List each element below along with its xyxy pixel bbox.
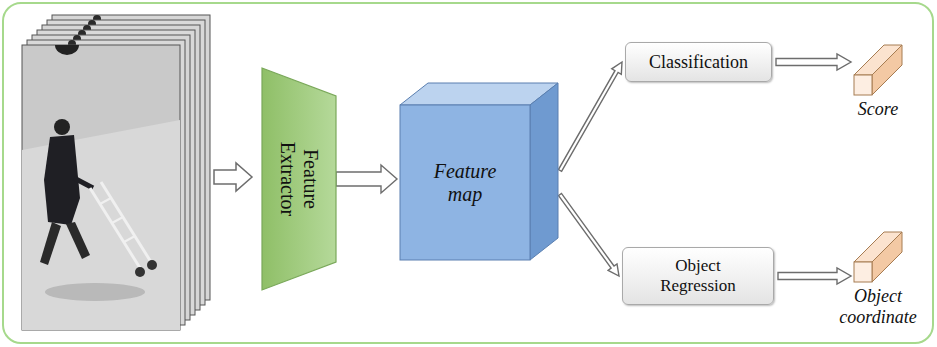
cuboid-side	[872, 232, 902, 282]
node-label: Feature Extractor	[276, 123, 322, 235]
video-frame-stack	[22, 15, 210, 330]
front-frame	[22, 45, 180, 330]
process-box: Classification	[625, 42, 772, 82]
cuboid-front	[854, 262, 872, 282]
output-label: Score	[858, 99, 898, 120]
floor	[22, 120, 180, 330]
ladder-rung	[124, 236, 135, 242]
extractor-trapezoid: Feature Extractor	[262, 68, 336, 290]
feature-cube: Feature map	[400, 105, 530, 260]
output-label: Object coordinate	[834, 286, 922, 327]
wheel	[147, 260, 157, 270]
hollow-arrow	[559, 193, 619, 276]
person-arm	[74, 178, 93, 188]
person-head	[54, 119, 70, 135]
ladder-rail	[101, 182, 151, 262]
ladder-rung	[112, 217, 123, 223]
cube-front	[400, 105, 530, 260]
output-cuboid: Object coordinate	[834, 222, 922, 334]
outer-frame	[3, 3, 933, 343]
hollow-arrow	[778, 268, 851, 284]
node-label: Feature map	[415, 160, 515, 206]
node-label: Classification	[649, 52, 748, 73]
cuboid-front	[854, 75, 872, 95]
output-cuboid: Score	[846, 35, 910, 130]
trapezoid-outline	[262, 68, 336, 290]
cuboid-shape	[854, 232, 902, 282]
cube-side	[530, 83, 558, 260]
wheel	[135, 267, 145, 277]
ladder-rail	[90, 188, 140, 268]
cuboid-side	[872, 45, 902, 95]
ladder-rung	[100, 198, 111, 204]
hollow-arrow	[336, 165, 397, 193]
cuboid-shape	[854, 45, 902, 95]
input-arrow	[214, 163, 252, 191]
process-box: Object Regression	[622, 247, 774, 305]
person-leg	[40, 222, 61, 265]
node-label: Object Regression	[636, 256, 760, 295]
frame-detail	[55, 45, 79, 55]
hollow-arrow	[776, 54, 851, 70]
shadow	[45, 283, 145, 301]
hollow-arrow	[558, 62, 622, 171]
person-leg	[66, 222, 90, 259]
